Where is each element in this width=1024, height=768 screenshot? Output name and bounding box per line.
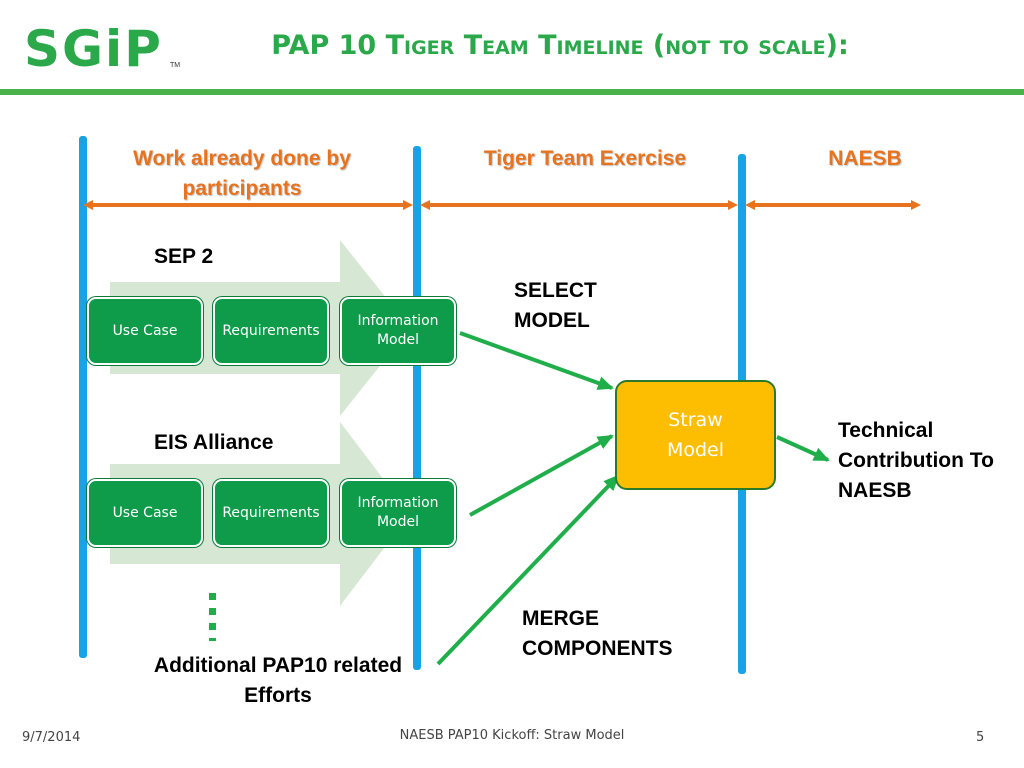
phase-label-tiger-team: Tiger Team Exercise: [483, 147, 687, 170]
arrow-additional-to-straw: [436, 474, 620, 666]
group-label-sep2: SEP 2: [154, 245, 214, 268]
timeline-line-2: [413, 146, 421, 670]
eis-use-case-box: Use Case: [87, 479, 203, 547]
additional-efforts-label: Additional PAP10 related Efforts: [153, 654, 403, 707]
footer-title: NAESB PAP10 Kickoff: Straw Model: [399, 728, 625, 743]
sep2-use-case-box: Use Case: [87, 297, 203, 365]
group-label-eis-alliance: EIS Alliance: [154, 431, 274, 454]
select-model-label: SELECT MODEL: [514, 279, 597, 332]
eis-requirements-box: Requirements: [213, 479, 329, 547]
sgip-logo: SGiP: [24, 20, 163, 78]
ellipsis-dots: [209, 593, 216, 641]
phase-label-work-done: Work already done by participants: [133, 147, 351, 200]
page-number: 5: [976, 730, 985, 745]
merge-components-label: MERGE COMPONENTS: [522, 607, 673, 660]
sep2-requirements-box: Requirements: [213, 297, 329, 365]
phase-label-naesb: NAESB: [828, 147, 902, 170]
sep2-information-model-box: Information Model: [340, 297, 456, 365]
arrow-sep2-to-straw: [459, 331, 614, 390]
arrow-straw-to-naesb: [776, 435, 830, 462]
straw-model-text: Straw Model: [666, 409, 725, 461]
straw-model-box: Straw Model: [615, 380, 776, 490]
arrow-eis-to-straw: [469, 434, 614, 517]
header-rule: [0, 89, 1024, 95]
technical-contribution-label: Technical Contribution To NAESB: [838, 419, 994, 502]
logo-trademark: TM: [170, 62, 181, 69]
timeline-line-1: [79, 136, 87, 658]
slide-title: PAP 10 Tiger Team Timeline (not to scale…: [271, 30, 849, 61]
eis-information-model-box: Information Model: [340, 479, 456, 547]
footer-date: 9/7/2014: [22, 730, 81, 745]
